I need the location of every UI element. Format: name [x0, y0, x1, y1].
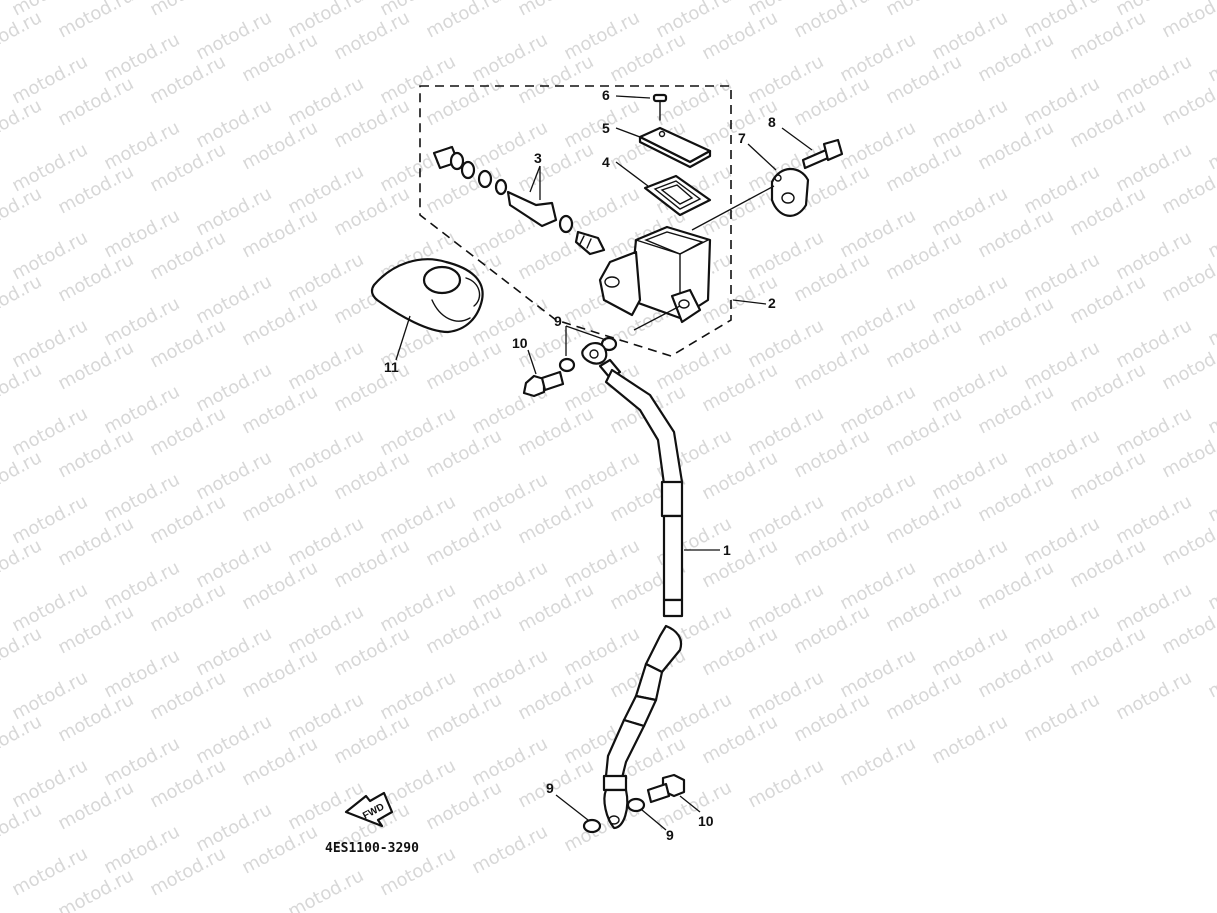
- watermark-text: motod.ru: [1020, 689, 1103, 746]
- watermark-text: motod.ru: [422, 0, 505, 42]
- lower-washer-left: [582, 818, 602, 834]
- watermark-text: motod.ru: [0, 271, 45, 328]
- part-7-holder: [770, 167, 810, 217]
- watermark-text: motod.ru: [0, 447, 45, 504]
- watermark-text: motod.ru: [1204, 293, 1217, 350]
- lower-washer-right: [626, 797, 646, 813]
- part-8-bolt: [801, 138, 844, 170]
- watermark-text: motod.ru: [54, 0, 137, 42]
- watermark-text: motod.ru: [0, 183, 45, 240]
- watermark-text: motod.ru: [790, 0, 873, 42]
- watermark-text: motod.ru: [1204, 205, 1217, 262]
- callout-10-lower: 10: [698, 813, 714, 829]
- watermark-text: motod.ru: [0, 95, 45, 152]
- part-1-brake-hose: [581, 342, 684, 830]
- watermark-text: motod.ru: [0, 535, 45, 592]
- upper-washer-left: [558, 357, 576, 373]
- callout-4: 4: [602, 154, 610, 170]
- part-3-piston-kit: [432, 145, 606, 256]
- watermark-text: motod.ru: [514, 0, 597, 20]
- callout-5: 5: [602, 120, 610, 136]
- assembly-boundary: [419, 85, 732, 357]
- watermark-text: motod.ru: [836, 733, 919, 790]
- callout-3: 3: [534, 150, 542, 166]
- watermark-text: motod.ru: [1204, 29, 1217, 86]
- watermark-text: motod.ru: [744, 755, 827, 812]
- upper-union-bolt-10: [522, 370, 565, 398]
- part-11-lever-cover: [370, 258, 484, 334]
- watermark-text: motod.ru: [146, 0, 229, 20]
- watermark-text: motod.ru: [0, 7, 45, 64]
- watermark-text: motod.ru: [1204, 469, 1217, 526]
- watermark-text: motod.ru: [1112, 667, 1195, 724]
- watermark-text: motod.ru: [928, 711, 1011, 768]
- watermark-text: motod.ru: [1204, 645, 1217, 702]
- watermark-text: motod.ru: [468, 821, 551, 878]
- watermark-text: motod.ru: [0, 799, 45, 856]
- watermark-text: motod.ru: [0, 623, 45, 680]
- watermark-text: motod.ru: [882, 0, 965, 20]
- watermark-text: motod.ru: [0, 711, 45, 768]
- part-4-diaphragm: [643, 174, 712, 217]
- callout-9-lower-right: 9: [666, 827, 674, 843]
- part-5-reservoir-cap: [638, 126, 712, 169]
- callout-6: 6: [602, 87, 610, 103]
- watermark-text: motod.ru: [1158, 0, 1217, 42]
- callout-11: 11: [384, 359, 399, 375]
- fwd-arrow: FWD: [344, 791, 394, 828]
- callout-1: 1: [723, 542, 731, 558]
- diagram-code: 4ES1100-3290: [325, 841, 419, 856]
- callout-8: 8: [768, 114, 776, 130]
- leader-lines: [395, 95, 813, 831]
- callout-9-lower-left: 9: [546, 780, 554, 796]
- part-2-master-cylinder: [598, 225, 712, 324]
- watermark-text: motod.ru: [1204, 381, 1217, 438]
- watermark-text: motod.ru: [284, 865, 367, 913]
- callout-10-upper: 10: [512, 335, 528, 351]
- callout-2: 2: [768, 295, 776, 311]
- watermark-text: motod.ru: [1204, 117, 1217, 174]
- callout-9-upper: 9: [554, 313, 562, 329]
- callout-7: 7: [738, 130, 746, 146]
- watermark-text: motod.ru: [1204, 557, 1217, 614]
- lower-union-bolt-10: [646, 773, 686, 804]
- watermark-text: motod.ru: [0, 359, 45, 416]
- part-6-screw: [652, 93, 668, 121]
